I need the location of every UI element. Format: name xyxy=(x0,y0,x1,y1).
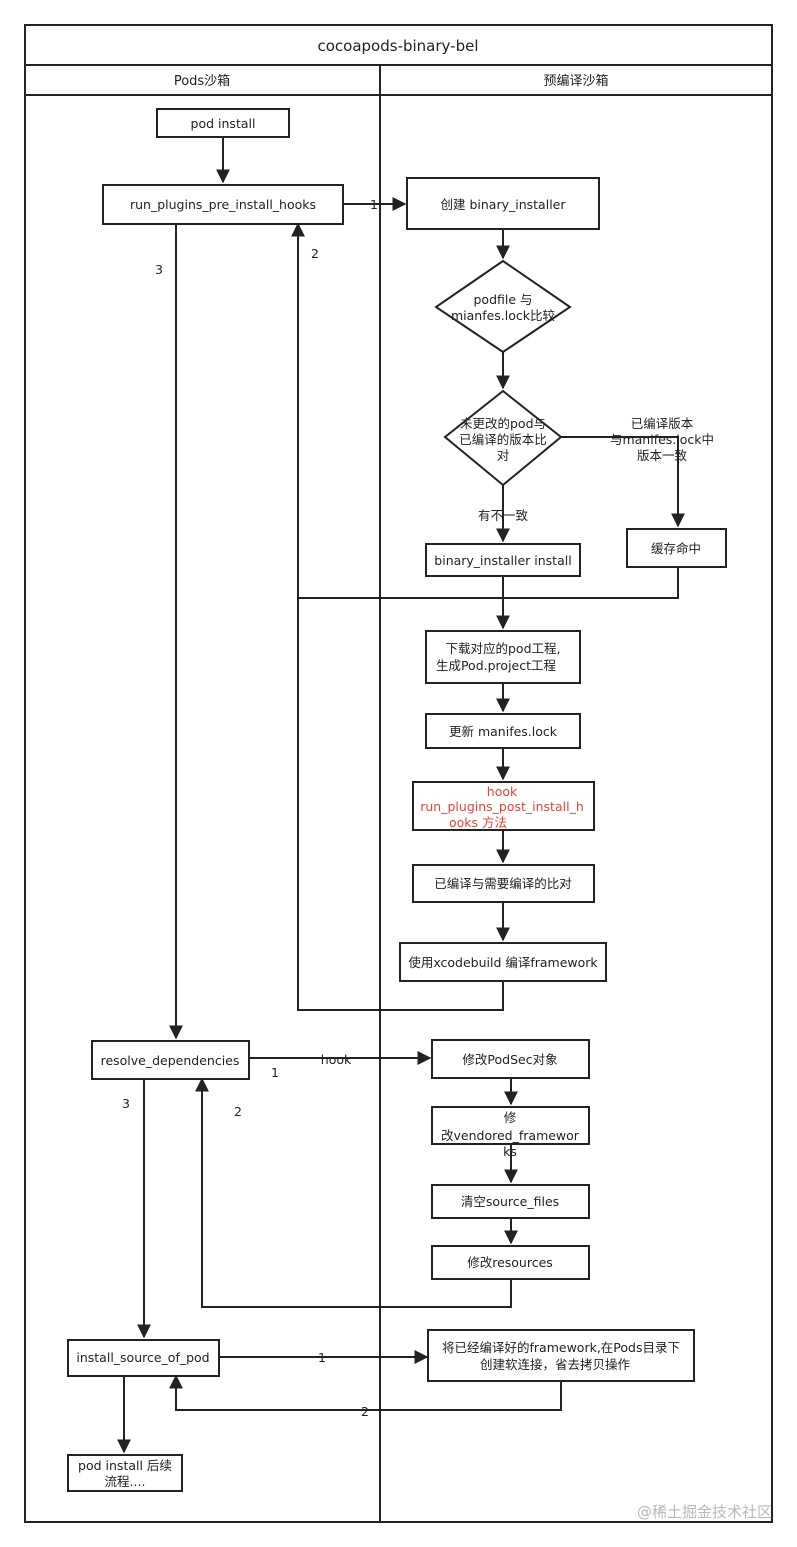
edge-label-match-line3: 版本一致 xyxy=(637,448,688,463)
node-xcodebuild: 使用xcodebuild 编译framework xyxy=(399,942,607,982)
edge-label-resolve-3: 3 xyxy=(122,1096,130,1111)
svg-text:修: 修 xyxy=(504,1110,517,1125)
edge-xcodebuild-return xyxy=(291,222,504,1011)
swimlane-frame xyxy=(24,24,773,1523)
edge-label-mismatch: 有不一致 xyxy=(478,508,529,523)
node-install-source: install_source_of_pod xyxy=(67,1339,220,1377)
svg-text:缓存命中: 缓存命中 xyxy=(651,541,701,556)
edge-label-resolve-2: 2 xyxy=(234,1104,242,1119)
svg-text:ooks 方法: ooks 方法 xyxy=(449,815,507,830)
svg-text:binary_installer install: binary_installer install xyxy=(434,553,571,568)
node-create-installer: 创建 binary_installer xyxy=(406,177,600,230)
edge-label-install-1: 1 xyxy=(318,1350,326,1365)
lane-header-pods: Pods沙箱 xyxy=(174,73,230,89)
node-modify-podspec: 修改PodSec对象 xyxy=(431,1039,590,1079)
edge-label-resolve-hook: hook xyxy=(321,1052,352,1067)
node-download-pod: 下载对应的pod工程, 生成Pod.project工程 xyxy=(425,630,581,684)
edge-label-resolve-1: 1 xyxy=(271,1065,279,1080)
svg-text:pod install 后续: pod install 后续 xyxy=(78,1458,172,1473)
svg-text:已编译的版本比: 已编译的版本比 xyxy=(459,432,547,447)
node-post-install-hooks: hook run_plugins_post_install_h ooks 方法 xyxy=(412,781,595,831)
edge-label-install-2: 2 xyxy=(361,1404,369,1419)
edge-label-prehooks-3: 3 xyxy=(155,262,163,277)
node-followup: pod install 后续 流程.... xyxy=(67,1454,183,1492)
diagram-title: cocoapods-binary-bel xyxy=(318,37,479,55)
svg-text:pod install: pod install xyxy=(191,116,256,131)
svg-text:podfile 与: podfile 与 xyxy=(473,292,532,307)
svg-text:创建软连接，省去拷贝操作: 创建软连接，省去拷贝操作 xyxy=(480,1357,631,1372)
svg-text:resolve_dependencies: resolve_dependencies xyxy=(101,1053,240,1068)
svg-text:将已经编译好的framework,在Pods目录下: 将已经编译好的framework,在Pods目录下 xyxy=(442,1340,680,1355)
svg-text:改vendored_framewor: 改vendored_framewor xyxy=(441,1128,580,1143)
svg-text:修改resources: 修改resources xyxy=(467,1255,553,1270)
node-clear-source: 清空source_files xyxy=(431,1184,590,1219)
connectors xyxy=(117,137,685,1454)
svg-text:ks: ks xyxy=(503,1144,517,1159)
svg-text:run_plugins_pre_install_hooks: run_plugins_pre_install_hooks xyxy=(130,197,316,212)
node-modify-vendored: 修 改vendored_framewor ks xyxy=(431,1106,590,1159)
edge-label-match-line2: 与manifes.lock中 xyxy=(610,432,714,447)
svg-text:下载对应的pod工程,: 下载对应的pod工程, xyxy=(446,641,561,656)
svg-text:install_source_of_pod: install_source_of_pod xyxy=(76,1350,209,1365)
watermark: @稀土掘金技术社区 xyxy=(637,1503,772,1521)
svg-text:hook: hook xyxy=(487,784,518,799)
node-pre-install-hooks: run_plugins_pre_install_hooks xyxy=(102,184,344,225)
node-compare-compiled: 已编译与需要编译的比对 xyxy=(412,864,595,903)
svg-text:创建 binary_installer: 创建 binary_installer xyxy=(441,197,567,212)
lane-header-prebuild: 预编译沙箱 xyxy=(543,73,608,89)
edge-label-prehooks-1: 1 xyxy=(370,197,378,212)
edge-resources-return xyxy=(195,1077,512,1308)
node-resolve-dependencies: resolve_dependencies xyxy=(91,1040,250,1080)
svg-text:已编译与需要编译的比对: 已编译与需要编译的比对 xyxy=(434,876,572,891)
node-pod-install: pod install xyxy=(156,108,290,138)
edge-match xyxy=(561,436,685,528)
svg-text:对: 对 xyxy=(497,448,510,463)
svg-text:未更改的pod与: 未更改的pod与 xyxy=(460,416,546,431)
node-cache-hit: 缓存命中 xyxy=(626,528,727,568)
node-installer-install: binary_installer install xyxy=(425,543,581,577)
node-update-lock: 更新 manifes.lock xyxy=(425,713,581,749)
svg-text:使用xcodebuild 编译framework: 使用xcodebuild 编译framework xyxy=(408,955,598,970)
svg-text:流程....: 流程.... xyxy=(105,1474,146,1489)
edge-cache-return xyxy=(298,567,679,599)
svg-text:生成Pod.project工程: 生成Pod.project工程 xyxy=(436,658,557,673)
node-modify-resources: 修改resources xyxy=(431,1245,590,1280)
svg-text:修改PodSec对象: 修改PodSec对象 xyxy=(462,1052,557,1067)
edge-labels: 1 2 3 有不一致 已编译版本 与manifes.lock中 版本一致 hoo… xyxy=(122,197,714,1419)
svg-text:更新 manifes.lock: 更新 manifes.lock xyxy=(449,724,558,739)
node-compare-version: 未更改的pod与 已编译的版本比 对 xyxy=(443,389,563,487)
edge-symlink-return xyxy=(169,1374,562,1411)
node-compare-lock: podfile 与 mianfes.lock比较 xyxy=(434,259,572,354)
node-symlink: 将已经编译好的framework,在Pods目录下 创建软连接，省去拷贝操作 xyxy=(427,1329,695,1382)
edge-label-prehooks-2: 2 xyxy=(311,246,319,261)
edge-label-match-line1: 已编译版本 xyxy=(631,416,694,431)
svg-text:清空source_files: 清空source_files xyxy=(461,1194,559,1209)
svg-text:mianfes.lock比较: mianfes.lock比较 xyxy=(451,308,556,323)
svg-text:run_plugins_post_install_h: run_plugins_post_install_h xyxy=(420,799,584,814)
